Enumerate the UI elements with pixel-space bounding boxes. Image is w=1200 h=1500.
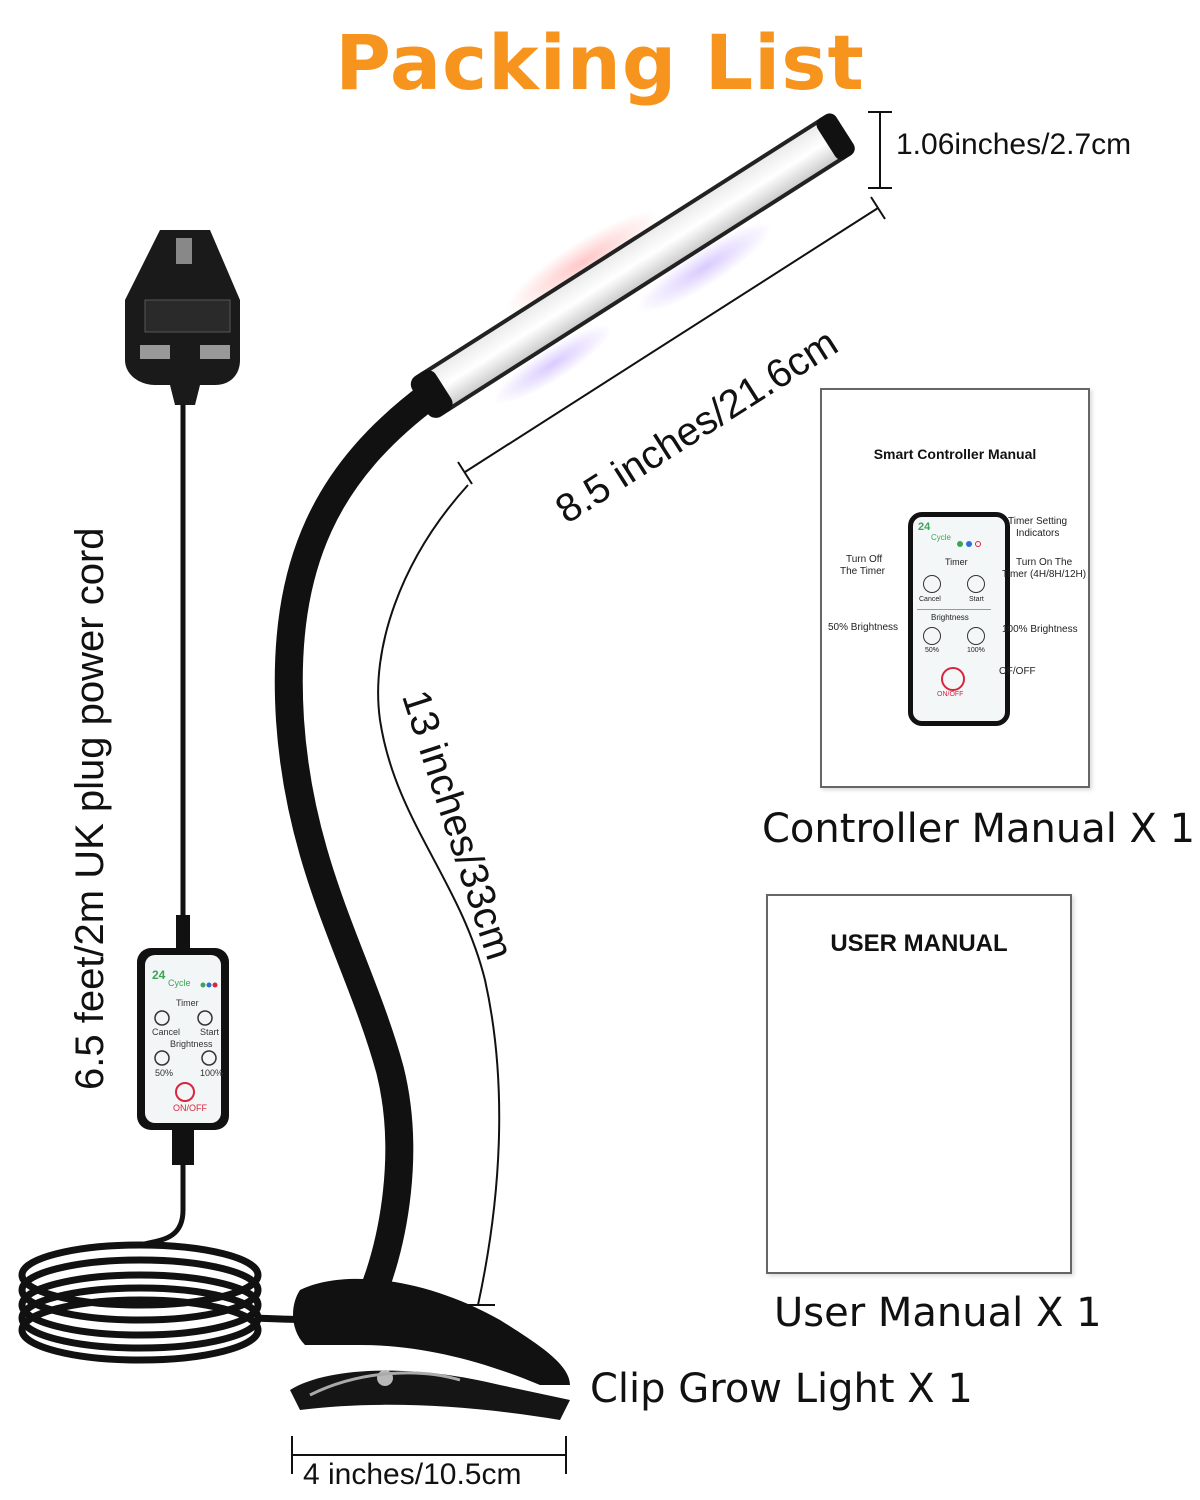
cancel-label: Cancel <box>919 596 941 603</box>
turn-off-label: Turn Off <box>846 554 883 565</box>
height-dimension-label: 1.06inches/2.7cm <box>896 128 1132 161</box>
base-dimension-label: 4 inches/10.5cm <box>303 1458 522 1491</box>
length-dimension <box>457 196 886 485</box>
timer-setting-label: Timer Setting <box>1008 516 1068 527</box>
the-timer-label: The Timer <box>840 566 886 577</box>
cycle-number: 24 <box>918 521 931 533</box>
uk-plug-icon <box>125 230 240 405</box>
of-off-label: OF/OFF <box>999 666 1036 677</box>
brightness-100-icon <box>967 627 985 645</box>
power-icon <box>941 667 965 691</box>
cord-dimension-label: 6.5 feet/2m UK plug power cord <box>68 527 112 1090</box>
power-cord-coil <box>18 1241 331 1364</box>
user-manual-heading: USER MANUAL <box>830 930 1008 957</box>
controller-manual-caption: Controller Manual X 1 <box>762 806 1196 852</box>
brightness-section-label: Brightness <box>931 613 969 622</box>
inline-controller <box>137 948 229 1130</box>
half-brightness-label: 50% Brightness <box>828 622 899 633</box>
neck-dimension <box>377 484 501 1306</box>
inline-onoff-label: ON/OFF <box>173 1103 207 1113</box>
inline-brightness-label: Brightness <box>170 1039 213 1049</box>
base-dimension <box>291 1436 567 1474</box>
inline-timer-label: Timer <box>176 998 199 1008</box>
controller-manual-card: Smart Controller Manual 24 Cycle Timer C… <box>820 388 1090 788</box>
pct100-label: 100% <box>967 647 985 654</box>
inline-cancel-label: Cancel <box>152 1027 181 1037</box>
indicator-red-icon <box>975 541 981 547</box>
full-brightness-label: 100% Brightness <box>1002 624 1078 635</box>
gooseneck <box>274 381 444 1314</box>
height-dimension <box>868 111 892 189</box>
inline-50-label: 50% <box>155 1068 174 1078</box>
cycle-label: Cycle <box>931 533 952 542</box>
start-timer-icon <box>967 575 985 593</box>
page-title: Packing List <box>335 18 865 107</box>
clip-grow-light-caption: Clip Grow Light X 1 <box>590 1366 973 1412</box>
clip-base <box>290 1278 570 1420</box>
controller-diagram: 24 Cycle Timer Cancel Start Brightness 5… <box>908 512 1010 726</box>
user-manual-caption: User Manual X 1 <box>774 1290 1102 1336</box>
indicator-blue-icon <box>966 541 972 547</box>
turn-on-label: Turn On The <box>1016 557 1073 568</box>
user-manual-card: USER MANUAL <box>766 894 1072 1274</box>
onoff-label: ON/OFF <box>937 691 964 698</box>
light-bar <box>410 113 855 418</box>
start-label: Start <box>969 596 984 603</box>
indicators-label: Indicators <box>1016 528 1060 539</box>
inline-cycle-number: 24 <box>152 968 166 982</box>
pct50-label: 50% <box>925 647 940 654</box>
controller-manual-heading: Smart Controller Manual <box>873 446 1037 462</box>
inline-start-label: Start <box>200 1027 220 1037</box>
cancel-timer-icon <box>923 575 941 593</box>
indicator-green-icon <box>957 541 963 547</box>
timer-section-label: Timer <box>945 557 968 567</box>
brightness-50-icon <box>923 627 941 645</box>
section-divider <box>917 609 991 610</box>
inline-cycle-label: Cycle <box>168 978 191 988</box>
timer-hours-label: Timer (4H/8H/12H) <box>1002 569 1087 580</box>
inline-100-label: 100% <box>200 1068 224 1078</box>
